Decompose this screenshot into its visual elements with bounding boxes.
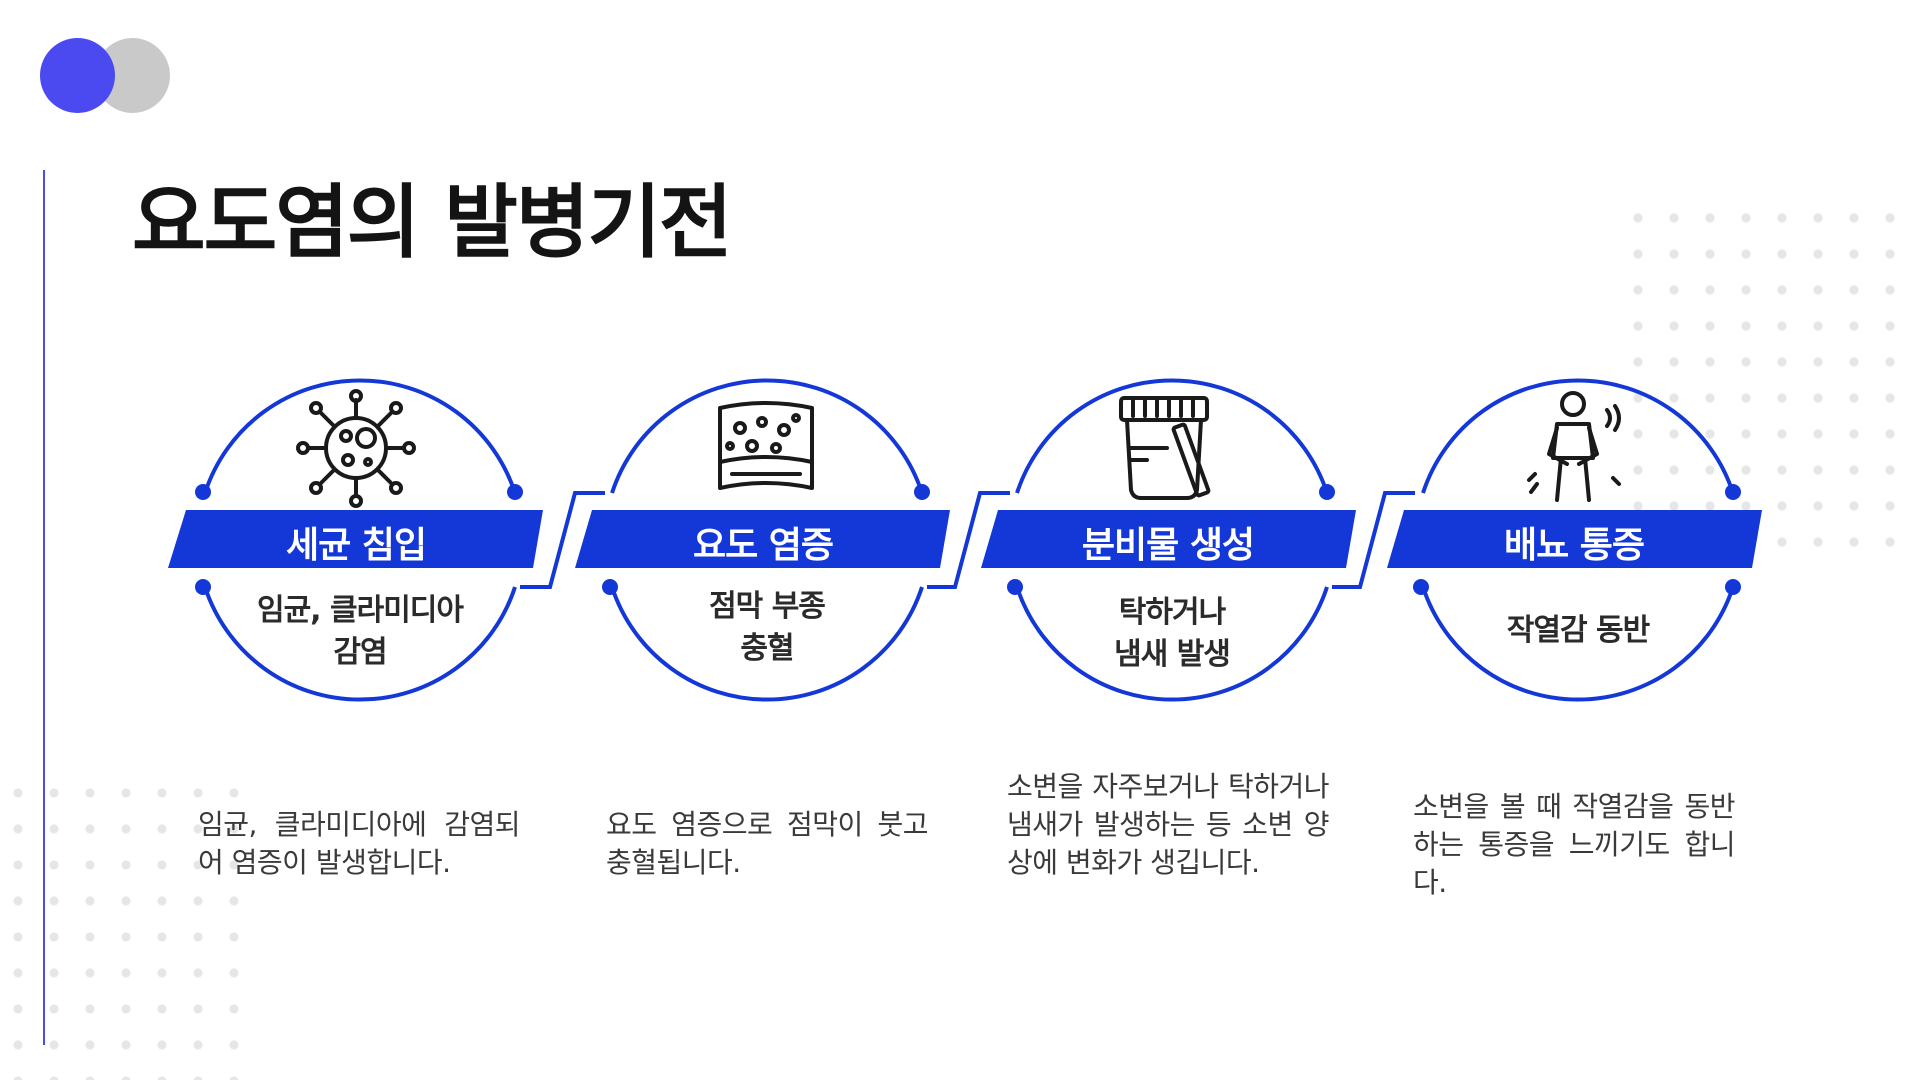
step-1-dot-bottom-left bbox=[195, 579, 211, 595]
step-4-dot-bottom-right bbox=[1725, 579, 1741, 595]
step-3-sublabel-line-1: 탁하거나 bbox=[1118, 595, 1226, 630]
step-4-band bbox=[1387, 510, 1762, 568]
step-4-dot-bottom-left bbox=[1413, 579, 1429, 595]
step-1-dot-top-right bbox=[507, 484, 523, 500]
step-3-dot-top-right bbox=[1319, 484, 1335, 500]
step-2-sublabel-line-1: 점막 부종 bbox=[709, 589, 826, 624]
logo-dots bbox=[40, 38, 170, 114]
step-2-label: 요도 염증 bbox=[692, 525, 834, 566]
connector-1 bbox=[520, 491, 605, 589]
step-2-sublabel: 점막 부종 충혈 bbox=[637, 586, 897, 670]
page-title: 요도염의 발병기전 bbox=[132, 176, 733, 269]
step-2-band bbox=[575, 510, 950, 568]
step-3-dot-bottom-left bbox=[1007, 579, 1023, 595]
step-2-dot-bottom-left bbox=[602, 579, 618, 595]
step-4-description: 소변을 볼 때 작열감을 동반하는 통증을 느끼기도 합니다. bbox=[1413, 790, 1736, 899]
step-3-sublabel: 탁하거나 냄새 발생 bbox=[1042, 592, 1302, 676]
step-1-band bbox=[168, 510, 543, 568]
step-2-arc-top bbox=[610, 378, 924, 494]
step-4-sublabel-line-1: 작열감 동반 bbox=[1506, 613, 1650, 648]
step-1-sublabel-line-1: 임균, 클라미디아 bbox=[256, 593, 464, 628]
step-4-arc-bottom bbox=[1421, 586, 1735, 702]
step-1-sublabel-line-2: 감염 bbox=[333, 635, 387, 670]
step-3-sublabel-line-2: 냄새 발생 bbox=[1114, 637, 1231, 672]
step-2-dot-top-right bbox=[914, 484, 930, 500]
bacteria-icon bbox=[296, 388, 416, 508]
step-3-arc-bottom bbox=[1015, 586, 1329, 702]
step-4-arc-top bbox=[1421, 378, 1735, 494]
dot-pattern-right bbox=[1620, 200, 1920, 560]
step-1-description: 임균, 클라미디아에 감염되어 염증이 발생합니다. bbox=[198, 808, 521, 879]
step-2-arc-bottom bbox=[610, 586, 924, 702]
step-4-sublabel: 작열감 동반 bbox=[1448, 610, 1708, 652]
step-1-sublabel: 임균, 클라미디아 감염 bbox=[230, 590, 490, 674]
step-3-band bbox=[981, 510, 1356, 568]
step-4-label: 배뇨 통증 bbox=[1503, 525, 1645, 566]
tissue-icon bbox=[706, 388, 826, 508]
logo-dot-primary bbox=[40, 38, 115, 113]
step-3-arc-top bbox=[1015, 378, 1329, 494]
pain-icon bbox=[1513, 388, 1633, 508]
connector-2 bbox=[927, 491, 1010, 589]
step-3-description: 소변을 자주보거나 탁하거나 냄새가 발생하는 등 소변 양상에 변화가 생깁니… bbox=[1007, 770, 1330, 879]
step-4-dot-top-right bbox=[1725, 484, 1741, 500]
connector-3 bbox=[1332, 491, 1415, 589]
accent-vertical-line bbox=[43, 170, 45, 1045]
step-2-sublabel-line-2: 충혈 bbox=[740, 631, 794, 666]
step-3-label: 분비물 생성 bbox=[1081, 525, 1255, 566]
step-1-label: 세균 침입 bbox=[285, 525, 427, 566]
step-1-dot-top-left bbox=[195, 484, 211, 500]
dot-pattern-left bbox=[0, 775, 260, 1080]
step-2-description: 요도 염증으로 점막이 붓고 충혈됩니다. bbox=[606, 808, 929, 879]
step-1-arc-bottom bbox=[203, 586, 517, 702]
urine-test-icon bbox=[1107, 388, 1227, 508]
step-1-arc-top bbox=[203, 378, 517, 494]
